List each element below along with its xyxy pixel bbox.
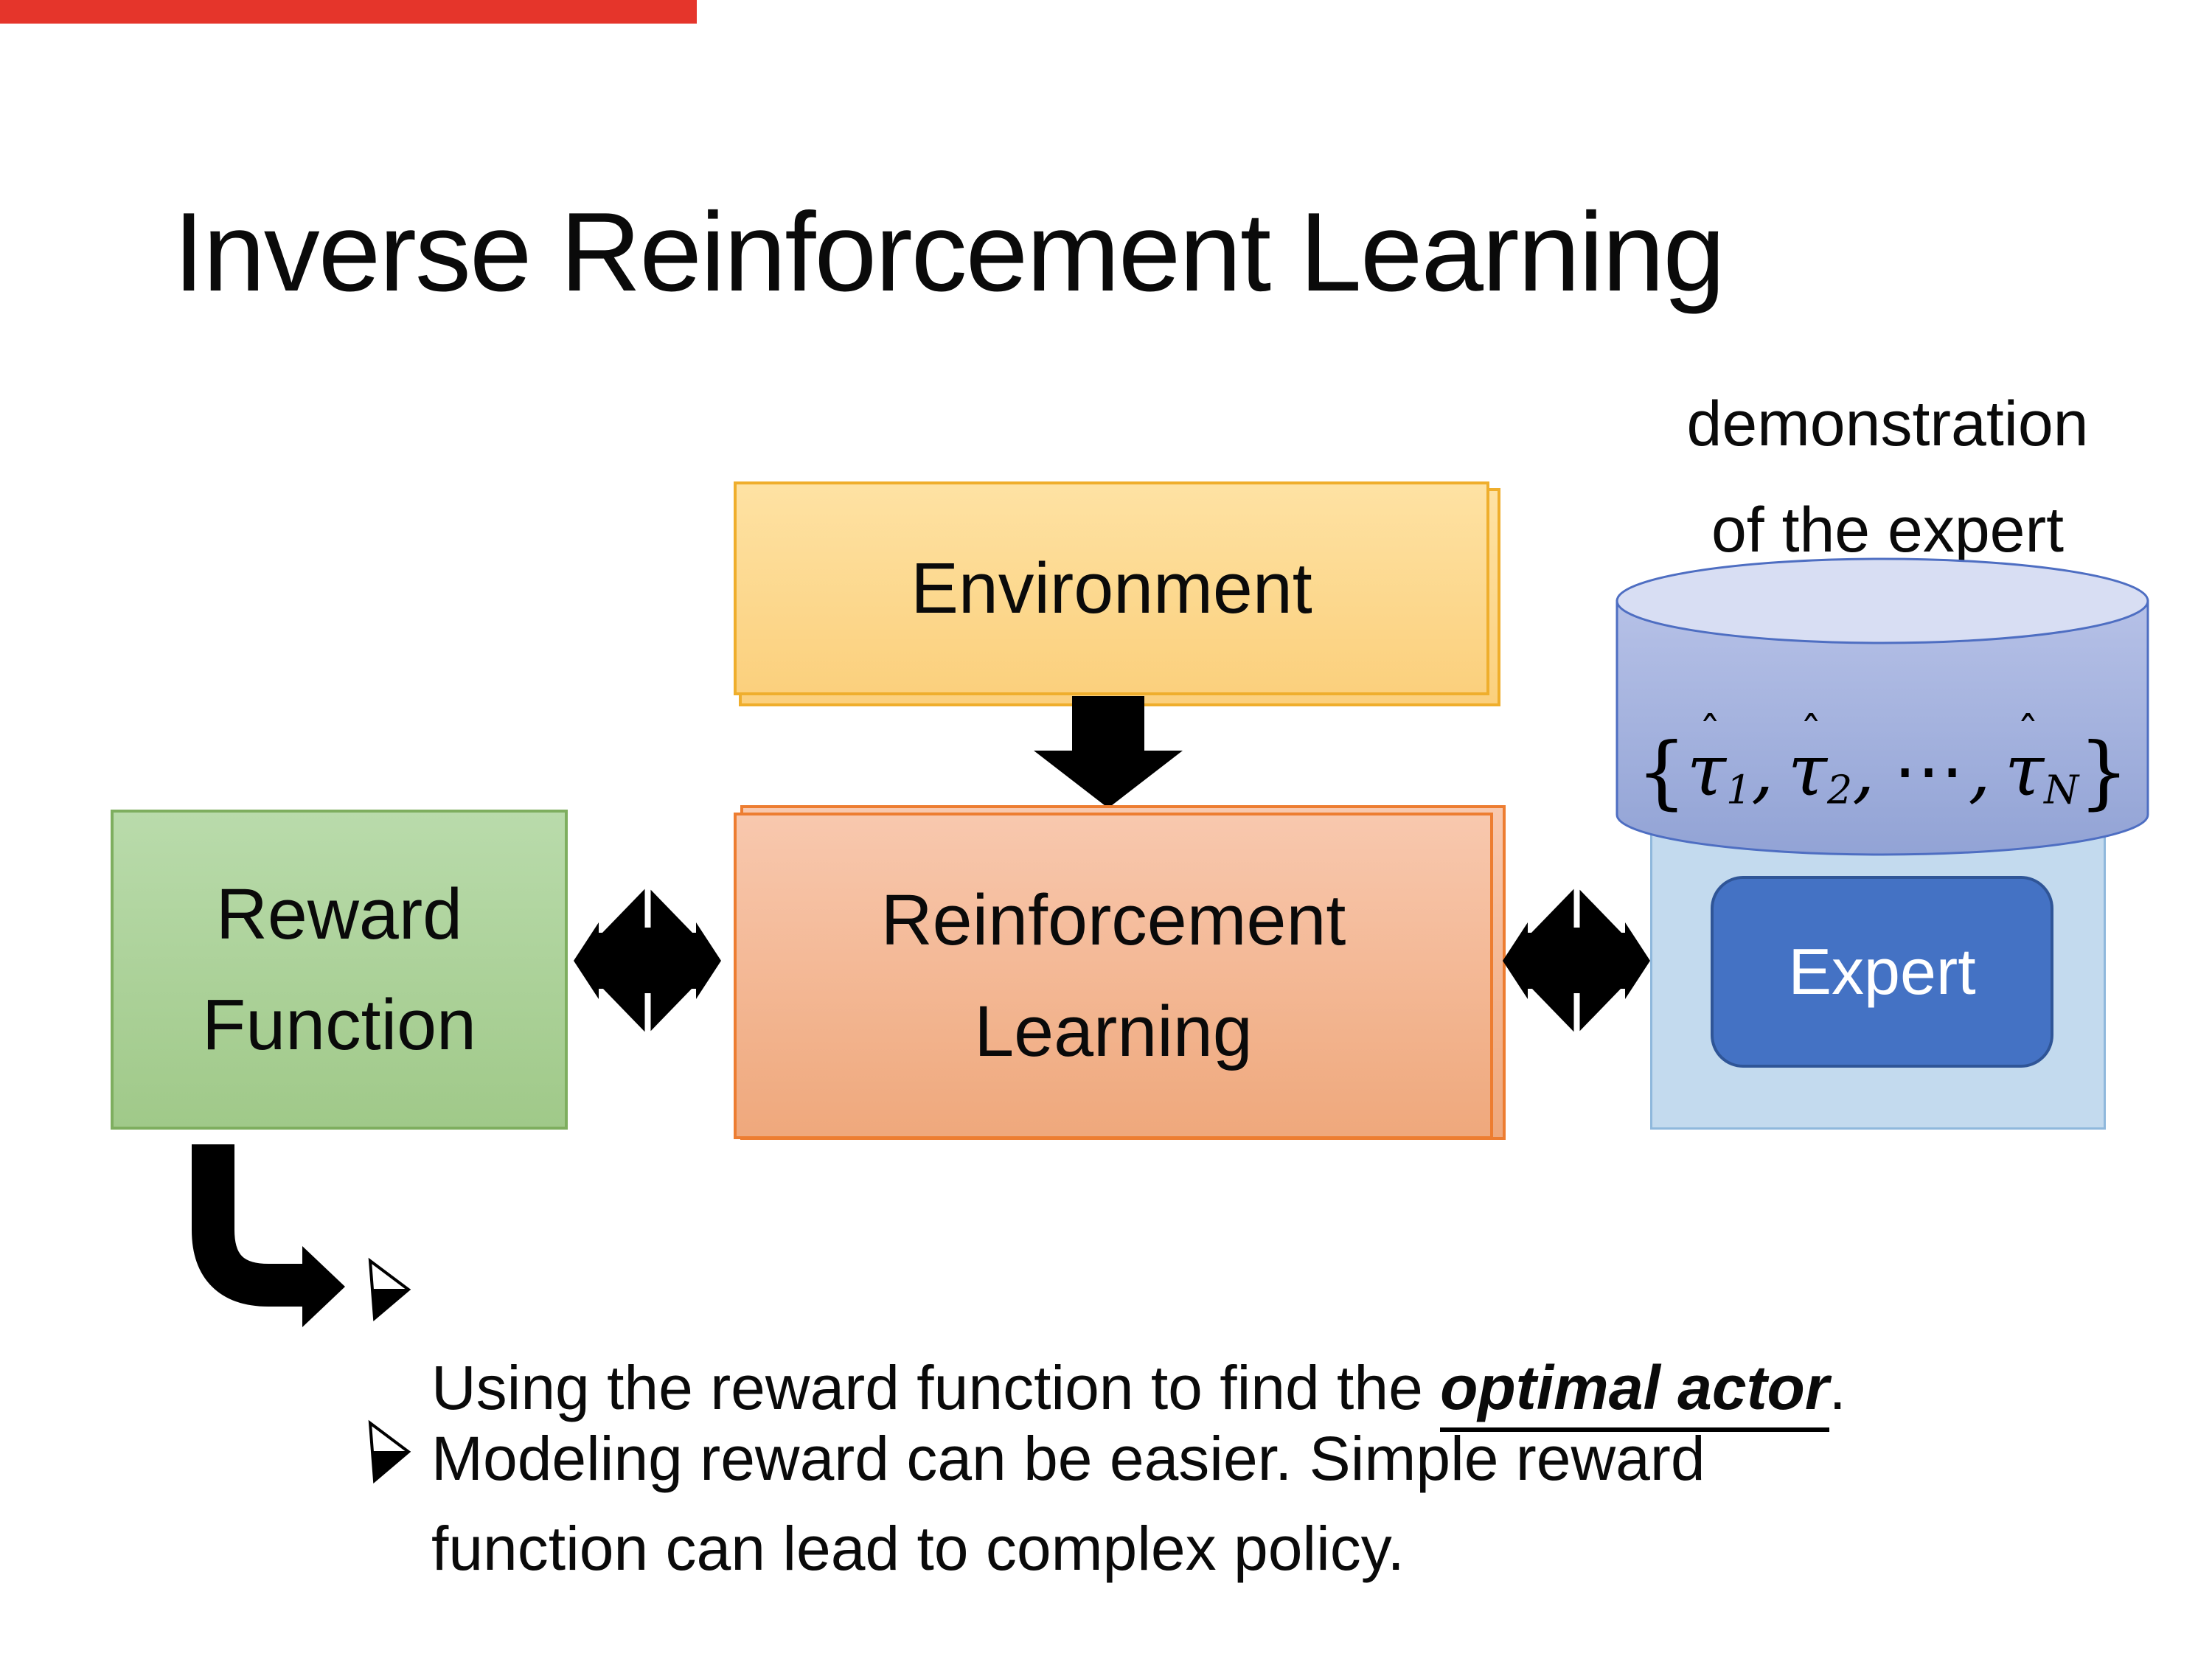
database-cylinder <box>1615 557 2149 856</box>
double-arrow-left-icon <box>574 885 721 1036</box>
bullet1-pre-text: Using the reward function to find the <box>431 1352 1441 1422</box>
reward-function-label: Reward Function <box>201 873 477 1065</box>
reinforcement-learning-box: Reinforcement Learning <box>734 813 1493 1139</box>
bullet-modeling-reward: Modeling reward can be easier. Simple re… <box>431 1424 1705 1583</box>
expert-label: Expert <box>1788 935 1976 1008</box>
down-arrow-icon <box>1034 696 1183 808</box>
expert-box: Expert <box>1711 876 2053 1068</box>
formula-open-brace: { <box>1636 726 1687 818</box>
video-progress-bar[interactable] <box>0 0 697 24</box>
bullet-arrowhead-icon <box>368 1257 411 1322</box>
page-title: Inverse Reinforcement Learning <box>173 189 1725 315</box>
bullet1-emphasis: optimal actor <box>1440 1352 1829 1432</box>
bullet-arrowhead-icon <box>368 1419 411 1484</box>
reinforcement-learning-label: Reinforcement Learning <box>880 880 1346 1071</box>
ellipsis-dots: ⋯ <box>1893 728 1964 812</box>
environment-label: Environment <box>911 547 1312 628</box>
bent-arrow-icon <box>192 1144 345 1327</box>
double-arrow-right-icon <box>1503 885 1650 1036</box>
bullet-optimal-actor: Using the reward function to find the op… <box>431 1253 1846 1433</box>
formula-close-brace: } <box>2079 726 2129 818</box>
reward-function-box: Reward Function <box>111 810 568 1130</box>
bullet1-period: . <box>1829 1352 1846 1422</box>
demonstration-label: demonstration of the expert <box>1686 389 2089 566</box>
environment-box: Environment <box>734 481 1489 695</box>
